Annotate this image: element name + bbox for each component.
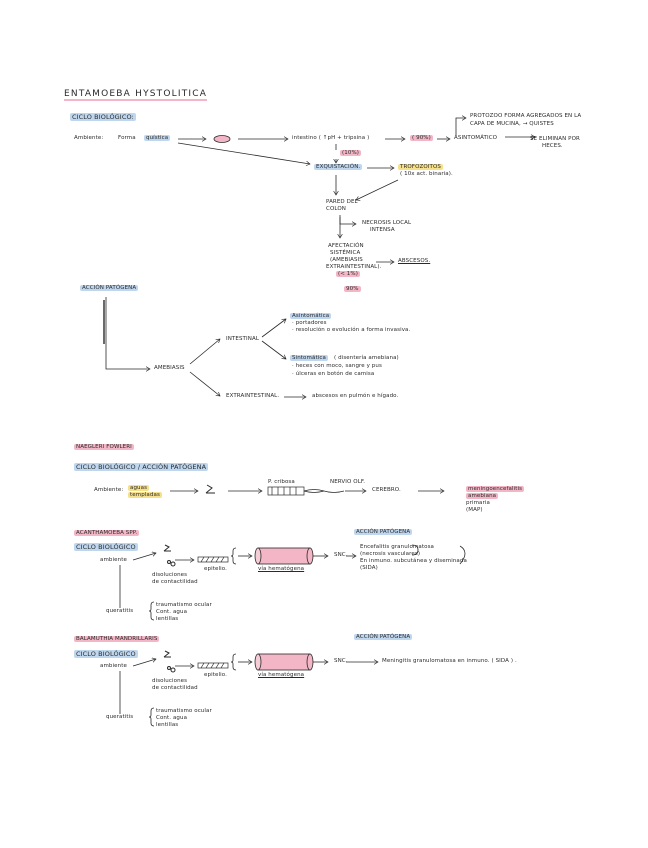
bala-q2: Cont. agua <box>156 715 188 721</box>
acanth-q3: lentillas <box>156 616 179 622</box>
accion-intestinal: INTESTINAL <box>226 336 259 342</box>
entamoeba-capa: CAPA DE MUCINA, → QUISTES <box>470 121 554 127</box>
acanth-snc: SNC. <box>334 552 348 558</box>
entamoeba-90pct-b: 90% <box>344 286 361 292</box>
entamoeba-exquistacion: EXQUISTACIÓN. <box>314 164 363 170</box>
entamoeba-pared: PARED DEL <box>326 199 358 205</box>
entamoeba-trof-note: ( 10x act. binaria). <box>400 171 453 177</box>
acanth-enc4: (SIDA) <box>360 565 378 571</box>
entamoeba-heces: HECES. <box>542 143 563 149</box>
blood-vessel-acanth <box>254 547 314 565</box>
entamoeba-intensa: INTENSA <box>370 227 395 233</box>
entamoeba-protozoo: PROTOZOO FORMA AGREGADOS EN LA <box>470 113 582 119</box>
naegleri-cribosa: P. cribosa <box>268 479 295 485</box>
naegleri-ambiente: Ambiente: <box>94 487 124 493</box>
naegleri-meningo1: meningoencefalitis <box>466 486 525 492</box>
acanth-ciclo: CICLO BIOLÓGICO <box>74 543 138 551</box>
entamoeba-90pct: ( 90%) <box>410 135 433 141</box>
cyst-blob <box>213 135 231 143</box>
bala-ambiente: ambiente <box>100 663 127 669</box>
bala-q3: lentillas <box>156 722 179 728</box>
accion-resolucion: · resolución o evolución a forma invasiv… <box>292 327 411 333</box>
blood-vessel-bala <box>254 653 314 671</box>
acanth-enc1: Encefalitis granulomatosa <box>360 544 435 550</box>
entamoeba-title: ENTAMOEBA HYSTOLITICA <box>64 89 208 101</box>
acanth-enc3: En inmuno. subcutánea y diseminada <box>360 558 467 564</box>
acanth-accion: ACCIÓN PATÓGENA <box>354 529 413 535</box>
entamoeba-asintomatico: ASINTOMÁTICO <box>454 135 498 141</box>
acanth-disoluciones: disoluciones <box>152 572 188 578</box>
bala-meningitis: Meningitis granulomatosa en inmuno. ( SI… <box>382 658 517 664</box>
accion-extraintestinal: EXTRAINTESTINAL. <box>226 393 280 399</box>
entamoeba-trofozoitos: TROFOZOITOS <box>398 164 444 170</box>
bala-ciclo: CICLO BIOLÓGICO <box>74 650 138 658</box>
brace-bala <box>230 653 237 671</box>
entamoeba-intestino: intestino ( ↑pH + tripsina ) <box>292 135 370 141</box>
entamoeba-se-eliminan: SE ELIMINAN POR <box>530 136 580 142</box>
entamoeba-sistemica: SISTÉMICA <box>330 250 361 256</box>
naegleri-map: (MAP) <box>466 507 483 513</box>
bala-q1: traumatismo ocular <box>156 708 212 714</box>
brace-acanth-q <box>148 601 155 621</box>
acanth-q1: traumatismo ocular <box>156 602 212 608</box>
cribiform-plate <box>267 486 345 496</box>
brace-acanth <box>230 547 237 565</box>
bala-title: BALAMUTHIA MANDRILLARIS <box>74 636 160 642</box>
bala-queratitis: queratitis <box>106 714 134 720</box>
entamoeba-amebiasis-paren: (AMEBIASIS <box>330 257 363 263</box>
accion-portadores: · portadores <box>292 320 327 326</box>
bala-epitelio: epitelio. <box>204 672 227 678</box>
naegleri-meningo3: primaria <box>466 500 490 506</box>
naegleri-title: NAEGLERI FOWLERI <box>74 444 134 450</box>
acanth-title: ACANTHAMOEBA SPP. <box>74 530 140 536</box>
naegleri-cerebro: CEREBRO. <box>372 487 401 493</box>
accion-heces-moco: · heces con moco, sangre y pus <box>292 363 382 369</box>
acanth-lentillas-dis: de contactilidad <box>152 579 198 585</box>
entamoeba-abscesos: ABSCESOS. <box>398 258 431 264</box>
acanth-ambiente: ambiente <box>100 557 127 563</box>
naegleri-meningo2: amebiana <box>466 493 499 499</box>
accion-amebiasis: AMEBIASIS <box>154 365 185 371</box>
naegleri-templadas: templadas <box>128 492 162 498</box>
naegleri-nervio: NERVIO OLF. <box>330 479 366 485</box>
entamoeba-afectacion: AFECTACIÓN <box>328 243 364 249</box>
entamoeba-ambiente: Ambiente: <box>74 135 104 141</box>
entamoeba-forma: Forma <box>118 135 136 141</box>
acanth-epitelio: epitelio. <box>204 566 227 572</box>
entamoeba-colon: COLON <box>326 206 346 212</box>
acanth-via: vía hematógena <box>258 566 305 572</box>
acanth-q2: Cont. agua <box>156 609 188 615</box>
acanth-enc2: (necrosis vasculares) <box>360 551 421 557</box>
naegleri-ciclo-heading: CICLO BIOLÓGICO / ACCIÓN PATÓGENA <box>74 463 209 471</box>
bala-lentillas-dis: de contactilidad <box>152 685 198 691</box>
bala-via: vía hematógena <box>258 672 305 678</box>
naegleri-aguas: aguas <box>128 485 150 491</box>
acanth-queratitis: queratitis <box>106 608 134 614</box>
brace-bala-q <box>148 707 155 727</box>
entamoeba-ciclo-heading: CICLO BIOLÓGICO: <box>70 113 136 121</box>
accion-ulceras: · úlceras en botón de camisa <box>292 371 375 377</box>
entamoeba-extraintestinal: EXTRAINTESTINAL). <box>326 264 382 270</box>
bala-snc: SNC. <box>334 658 348 664</box>
accion-abscesos-pulmon: abscesos en pulmón e hígado. <box>312 393 399 399</box>
entamoeba-1pct: (< 1%) <box>336 271 360 277</box>
bala-accion: ACCIÓN PATÓGENA <box>354 634 413 640</box>
accion-asintomatica: Asintomática <box>290 313 332 319</box>
entamoeba-quistica: quística <box>144 135 171 141</box>
entamoeba-10pct: (10%) <box>340 150 362 156</box>
bala-disoluciones: disoluciones <box>152 678 188 684</box>
accion-disenteria: ( disentería amebiana) <box>334 355 399 361</box>
accion-heading: ACCIÓN PATÓGENA <box>80 285 139 291</box>
accion-sintomatica: Sintomática <box>290 355 328 361</box>
entamoeba-necrosis: NECROSIS LOCAL <box>362 220 412 226</box>
